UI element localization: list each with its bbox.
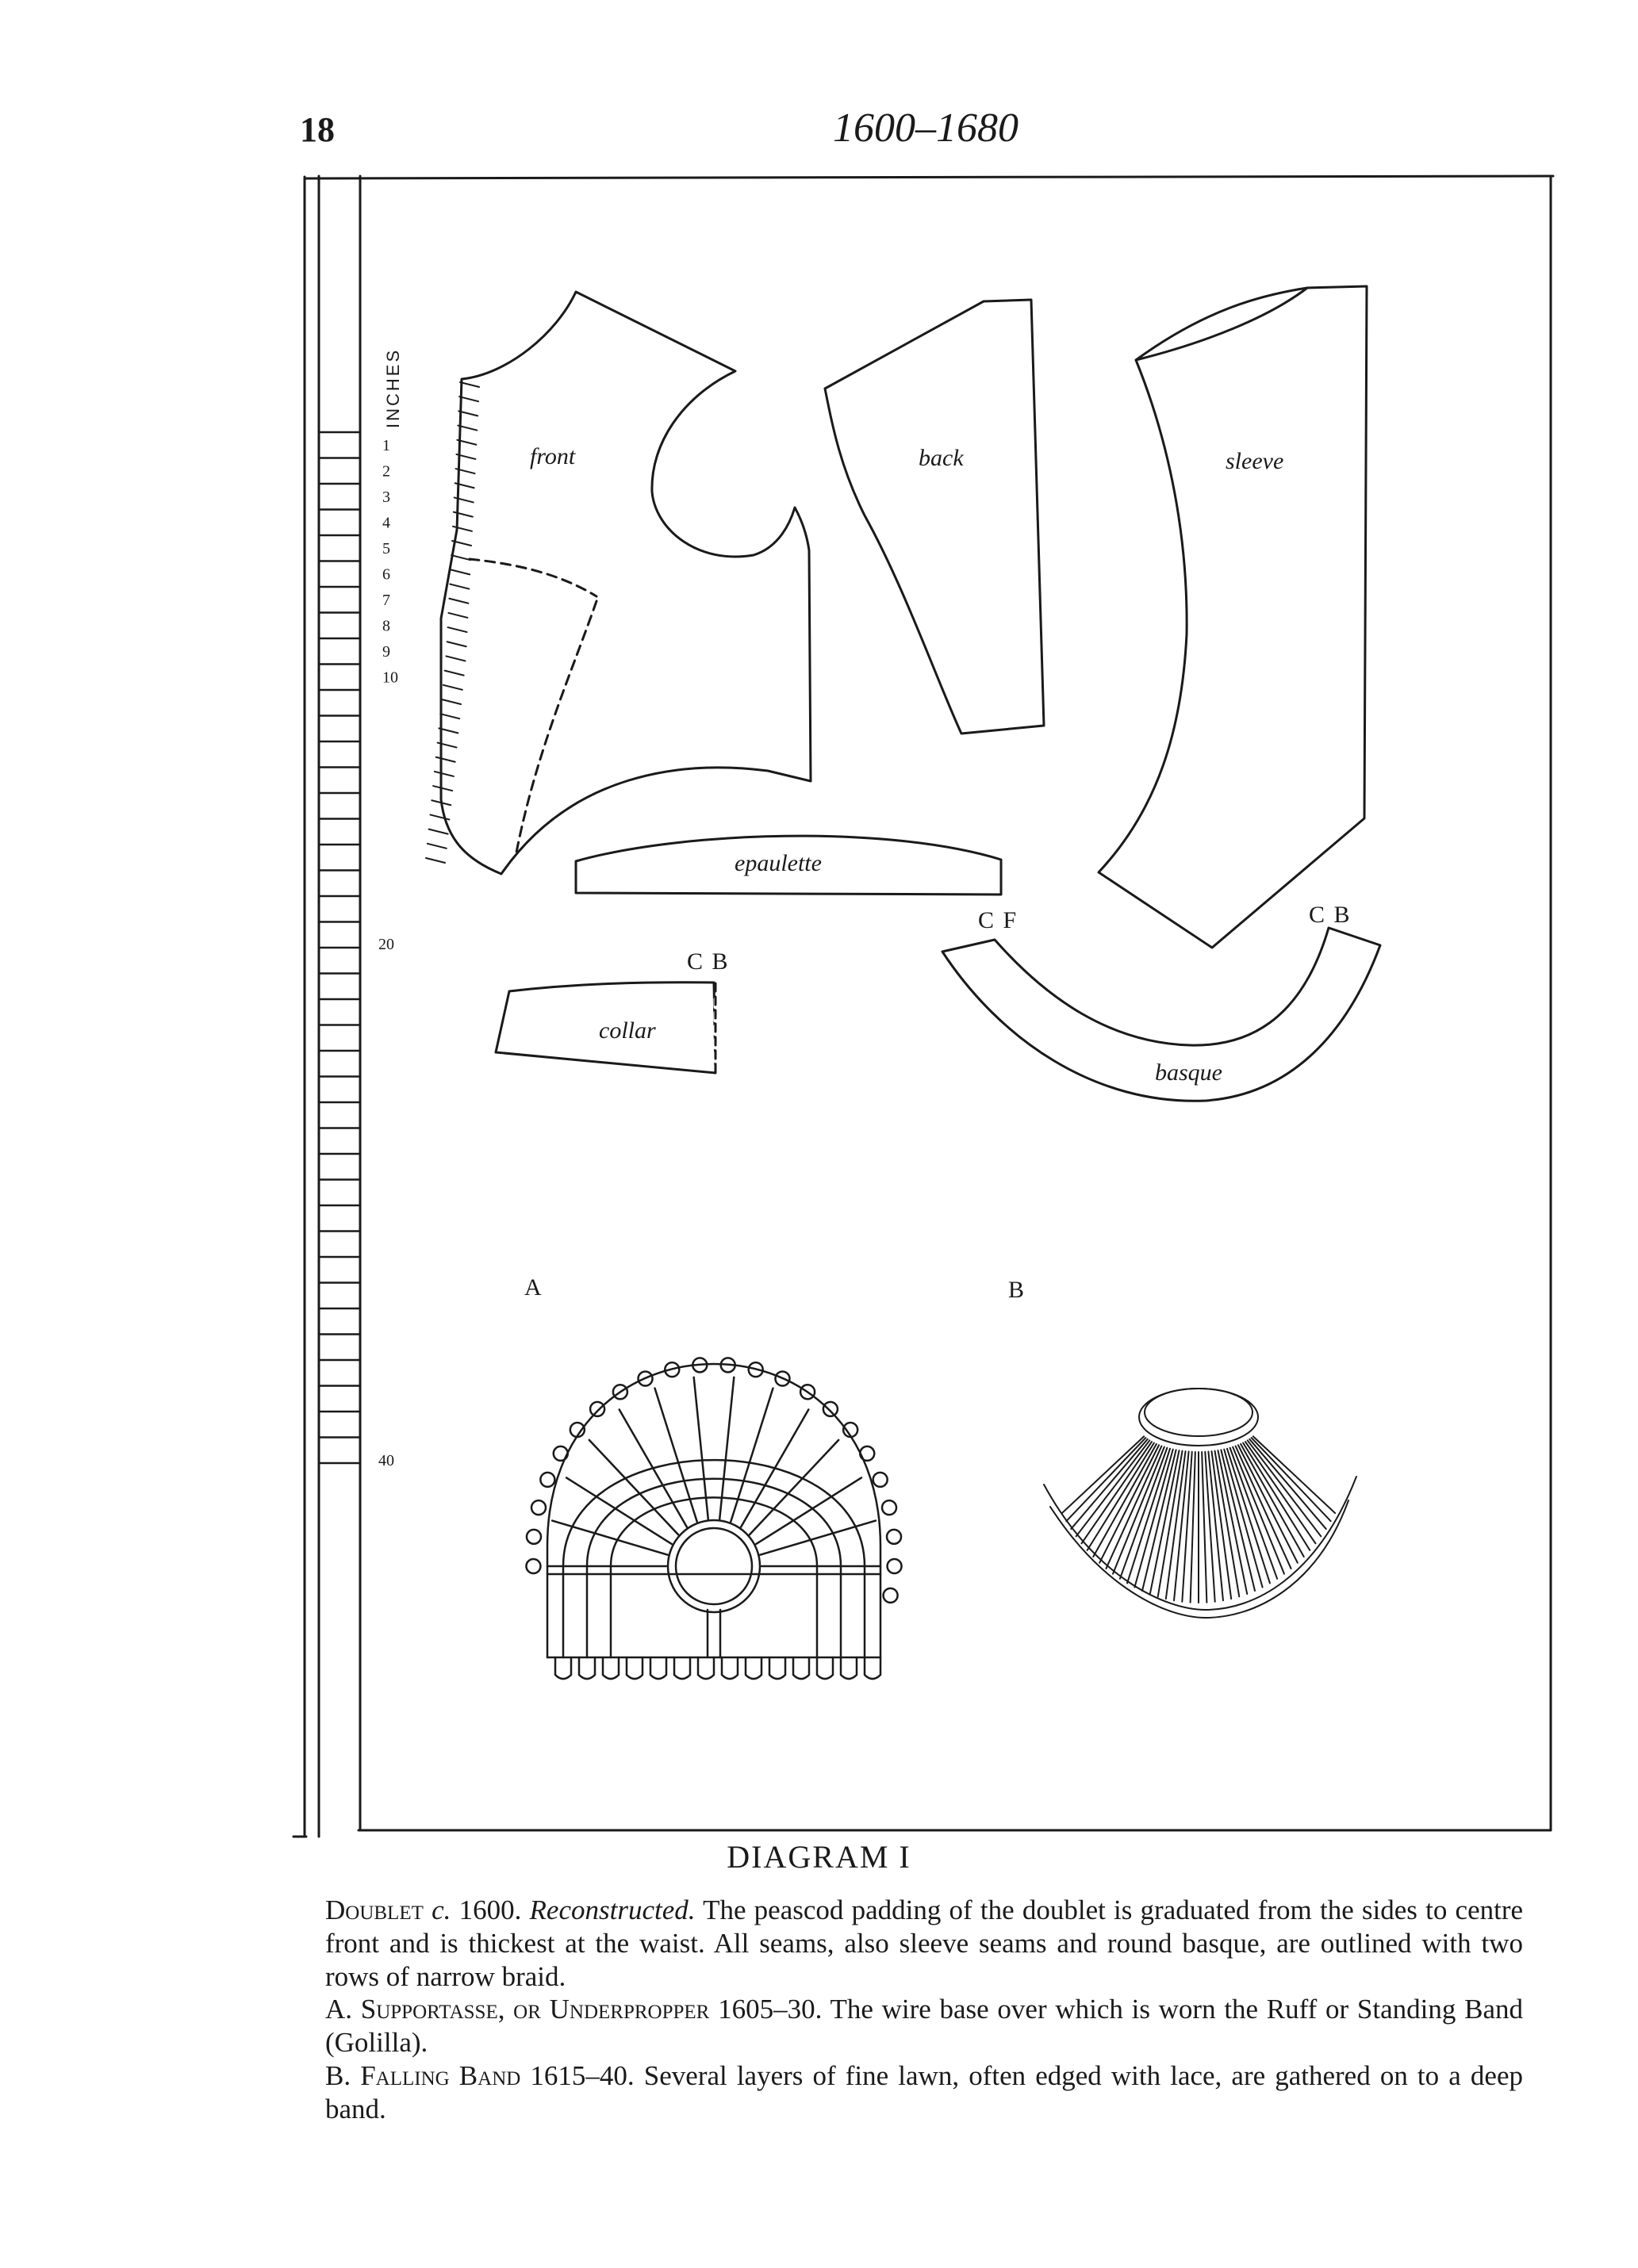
back-label: back: [919, 445, 964, 471]
caption-doublet-lead: Doublet: [325, 1894, 424, 1925]
front-piece: [425, 290, 812, 875]
collar-label: collar: [599, 1017, 656, 1044]
caption-supportasse-text: 1605–30. The wire base over which is wor…: [325, 1994, 1523, 2058]
ruler-label: 6: [382, 565, 390, 583]
sleeve-label: sleeve: [1226, 448, 1283, 474]
ruler-label: 4: [382, 514, 390, 531]
supportasse-figure: [525, 1357, 903, 1680]
collar-piece: [494, 981, 718, 1075]
falling-band-figure: [1043, 1388, 1357, 1619]
caption-supportasse-lead: A. Supportasse, or Underpropper: [325, 1994, 710, 2025]
diagram-frame: [292, 174, 1555, 1838]
caption-doublet-text: The peascod padding of the doublet is gr…: [325, 1894, 1524, 1992]
sleeve-piece: [1097, 285, 1368, 949]
running-head: 1600–1680: [833, 105, 1018, 151]
epaulette-label: epaulette: [735, 850, 822, 876]
back-piece: [823, 298, 1045, 735]
diagram-title: DIAGRAM I: [727, 1839, 911, 1875]
caption-doublet-reconstructed: Reconstructed.: [529, 1894, 696, 1925]
ruler-label: 2: [382, 462, 390, 480]
epaulette-piece: [574, 834, 1003, 896]
ruler-label: 3: [382, 488, 390, 506]
ruler-label: 1: [382, 437, 390, 454]
basque-cf-label: C F: [978, 907, 1018, 933]
caption-falling-band-lead: B. Falling Band: [325, 2060, 521, 2091]
scale-mark-20: 20: [378, 936, 394, 953]
front-label: front: [530, 443, 576, 469]
ruler-label: 7: [382, 592, 390, 609]
figure-b-label: B: [1008, 1277, 1026, 1303]
figure-a-label: A: [524, 1274, 543, 1301]
ruler-label: 10: [382, 669, 398, 686]
scale-mark-40: 40: [378, 1452, 394, 1469]
inch-scale-ruler: [317, 174, 362, 1838]
page-number: 18: [300, 110, 335, 149]
caption-doublet-circa: c.: [432, 1894, 451, 1925]
ruler-label: 8: [382, 617, 390, 634]
caption-doublet-date: 1600.: [458, 1894, 522, 1925]
collar-cb-label: C B: [687, 948, 730, 975]
caption-falling-band: B. Falling Band 1615–40. Several layers …: [325, 2059, 1523, 2126]
ruler-label: 5: [382, 540, 390, 557]
caption-doublet: Doublet c. 1600. Reconstructed. The peas…: [325, 1894, 1523, 1994]
caption-falling-band-text: 1615–40. Several layers of fine lawn, of…: [325, 2060, 1523, 2124]
basque-cb-label: C B: [1309, 902, 1352, 928]
ruler-label: 9: [382, 643, 390, 661]
basque-label: basque: [1155, 1059, 1222, 1086]
inches-label: INCHES: [383, 348, 403, 428]
caption-supportasse: A. Supportasse, or Underpropper 1605–30.…: [325, 1993, 1523, 2059]
basque-piece: [941, 926, 1382, 1102]
doublet-pattern-diagram: INCHES 1 2 3 4 5 6 7 8 9 10 20 40 front back slee…: [292, 174, 1555, 1838]
